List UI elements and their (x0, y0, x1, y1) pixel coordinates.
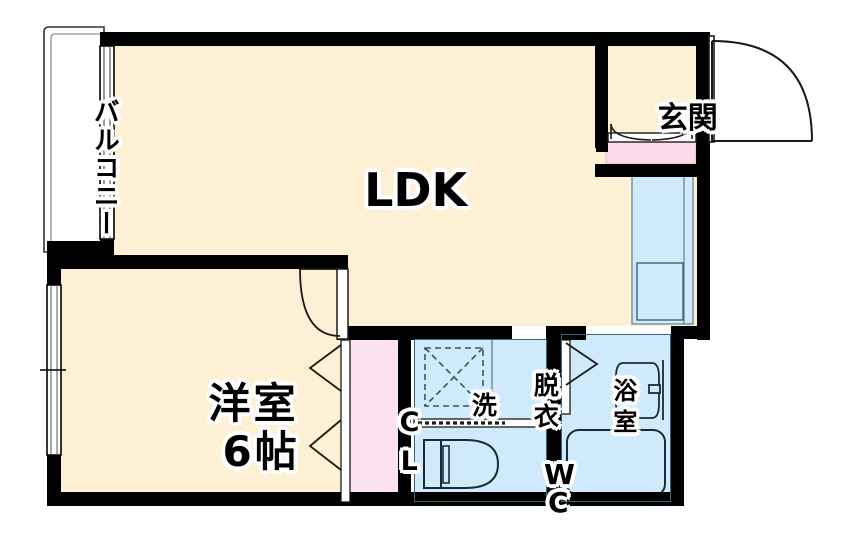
room-label-datsui-line2: 衣 (533, 402, 559, 431)
room-outlines (414, 334, 671, 502)
room-label-datsui-line1: 脱 (533, 371, 559, 400)
closet-door (308, 339, 351, 503)
bedroom-door (299, 268, 349, 340)
room-label-entrance: 玄関 (657, 101, 718, 136)
room-label-bath-line2: 室 (613, 408, 638, 436)
floor-plan: LDK バルコニー 玄関 洋室 6帖 C L 洗 脱 衣 浴 室 W C (40, 26, 813, 517)
room-label-bath-line1: 浴 (613, 377, 638, 405)
vanity-sink (615, 360, 664, 420)
balcony-window (96, 45, 118, 240)
room-label-closet-line2: L (400, 446, 418, 477)
room-label-closet-line1: C (399, 407, 420, 438)
washer-pan (424, 347, 484, 407)
room-fill-bedroom (47, 255, 348, 505)
room-label-balcony: バルコニー (89, 98, 120, 238)
entrance-inner-door (607, 123, 697, 143)
room-label-ldk: LDK (364, 163, 468, 217)
room-label-washer: 洗 (471, 391, 497, 420)
room-fill-closet (350, 339, 398, 502)
room-fill-entrance (606, 36, 696, 141)
room-label-bedroom-size: 6帖 (222, 427, 300, 476)
room-label-wc-line1: W (544, 458, 575, 491)
room-label-bedroom: 洋室 (208, 379, 299, 428)
entrance-door (708, 35, 813, 143)
toilet (423, 439, 500, 489)
floor-plan-drawing (40, 26, 813, 506)
room-fill-datsui (492, 339, 547, 419)
room-label-wc-line2: C (548, 486, 569, 519)
bedroom-window (40, 284, 66, 456)
kitchen-counter (631, 173, 694, 325)
kitchen-sink (636, 262, 684, 321)
